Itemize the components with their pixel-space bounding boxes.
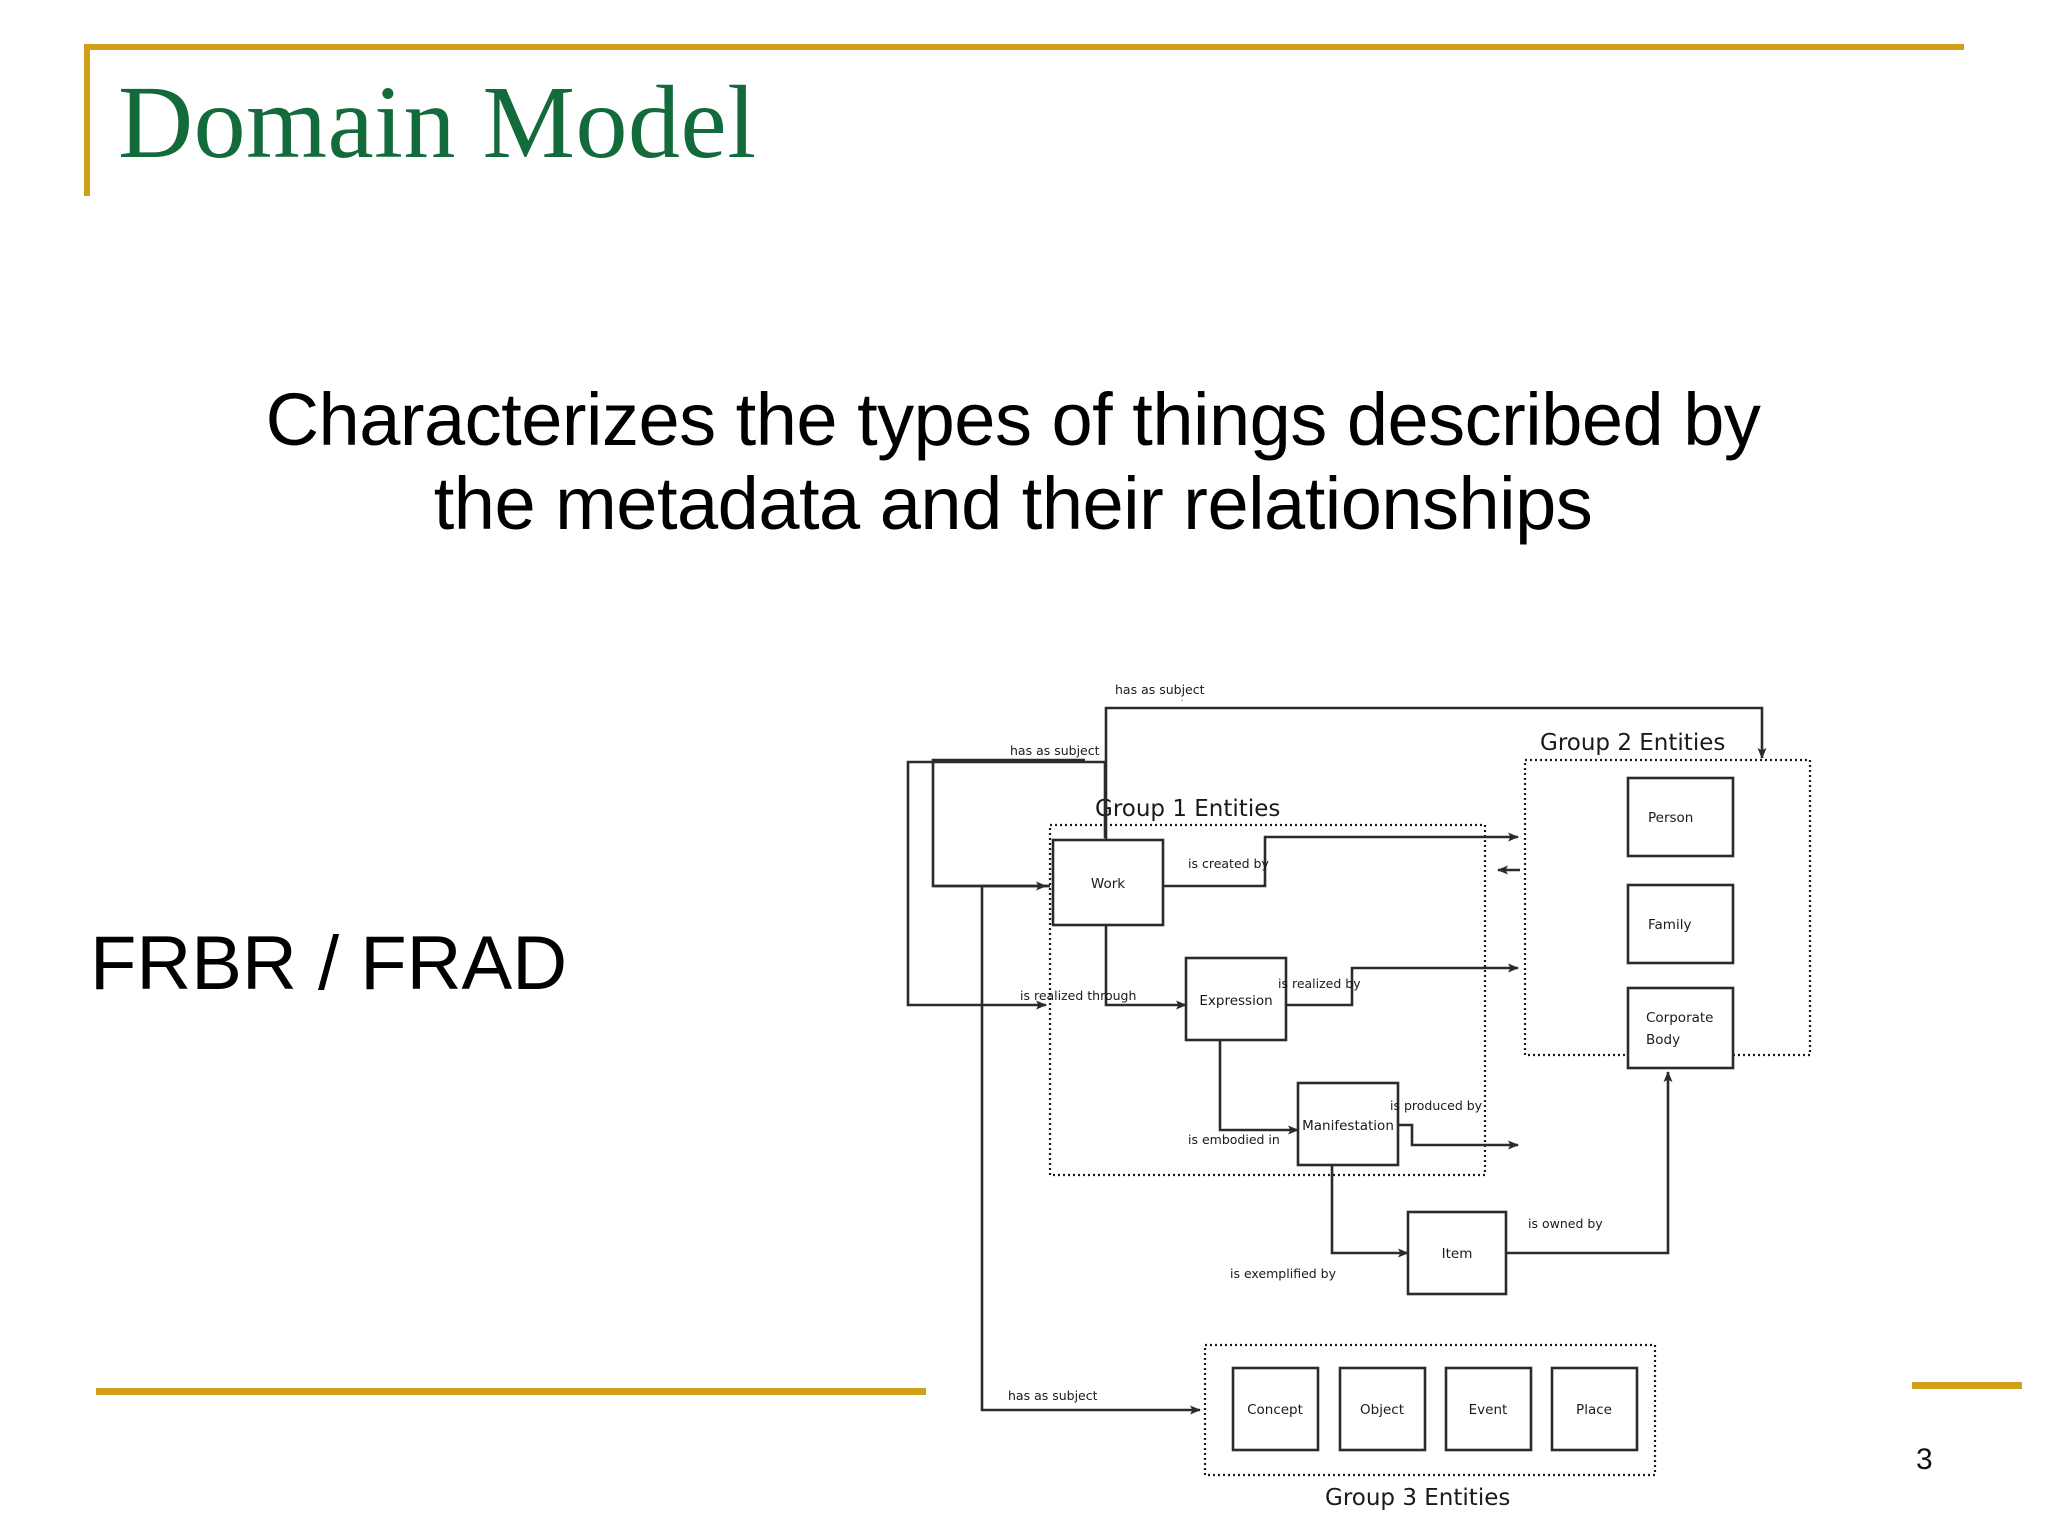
label-has-as-subject-upper: has as subject (1010, 743, 1100, 758)
entity-item[interactable]: Item (1406, 1210, 1508, 1296)
frbr-entity-relationship-diagram: Group 1 Entities Group 2 Entities Group … (900, 682, 1960, 1530)
gold-bottom-left-rule (96, 1388, 926, 1395)
connector-is-exemplified-by (1330, 1165, 1409, 1258)
label-is-realized-by: is realized by (1278, 976, 1361, 991)
label-is-embodied-in: is embodied in (1188, 1132, 1280, 1147)
entity-event[interactable]: Event (1444, 1366, 1533, 1452)
page-number: 3 (1916, 1448, 1933, 1476)
label-is-created-by: is created by (1188, 856, 1269, 871)
connector-has-as-subject-left-loop (906, 760, 1107, 1010)
entity-expression-label: Expression (1199, 993, 1272, 1009)
entity-concept-label: Concept (1247, 1402, 1303, 1418)
entity-person[interactable]: Person (1626, 776, 1735, 858)
group1-title-text: Group 1 Entities (1095, 796, 1280, 822)
gold-left-rule (84, 44, 90, 196)
entity-family-label: Family (1648, 917, 1691, 933)
slide-body-text: Characterizes the types of things descri… (108, 378, 1918, 547)
entity-event-label: Event (1469, 1402, 1508, 1418)
label-has-as-subject-top: has as subject (1115, 700, 1205, 701)
entity-corporate-body-label-line2: Body (1646, 1032, 1680, 1048)
entity-work[interactable]: Work (1051, 838, 1165, 927)
connector-is-embodied-in (1218, 1040, 1299, 1135)
entity-place[interactable]: Place (1550, 1366, 1639, 1452)
entity-family[interactable]: Family (1626, 883, 1735, 965)
entity-expression[interactable]: Expression (1184, 956, 1288, 1042)
slide-subtitle-frbr-frad: FRBR / FRAD (90, 921, 568, 1006)
label-is-produced-by: is produced by (1390, 1098, 1483, 1113)
label-is-exemplified-by: is exemplified by (1230, 1266, 1337, 1281)
label-is-owned-by: is owned by (1528, 1216, 1603, 1231)
connector-is-owned-by (1473, 1071, 1673, 1255)
entity-manifestation-label: Manifestation (1302, 1118, 1394, 1134)
entity-corporate-body-label-line1: Corporate (1646, 1010, 1714, 1026)
entity-object[interactable]: Object (1338, 1366, 1427, 1452)
entity-manifestation[interactable]: Manifestation (1296, 1081, 1400, 1167)
entity-corporate-body[interactable]: Corporate Body (1626, 986, 1735, 1070)
group3-container (1203, 1343, 1657, 1477)
connector-is-realized-through (1104, 925, 1187, 1010)
entity-item-label: Item (1442, 1246, 1473, 1262)
entity-work-label: Work (1091, 876, 1125, 892)
body-line-2: the metadata and their relationships (433, 462, 1593, 546)
label-is-realized-through: is realized through (1020, 988, 1136, 1003)
entity-place-label: Place (1576, 1402, 1612, 1418)
connector-is-realized-by (1252, 963, 1519, 1007)
label-has-as-subject-bottom: has as subject (1008, 1388, 1098, 1403)
group3-title-text: Group 3 Entities (1325, 1485, 1510, 1511)
entity-object-label: Object (1360, 1402, 1404, 1418)
entity-person-label: Person (1648, 810, 1693, 826)
gold-top-rule (84, 44, 1964, 50)
connector-is-created-by (1163, 832, 1519, 888)
label-has-as-subject-topmost: has as subject (1115, 682, 1205, 697)
body-line-1: Characterizes the types of things descri… (265, 378, 1761, 461)
connector-has-as-subject-bottom (980, 884, 1201, 1415)
entity-concept[interactable]: Concept (1231, 1366, 1320, 1452)
group1-container (1048, 823, 1487, 1177)
group2-title-text: Group 2 Entities (1540, 730, 1725, 756)
gold-bottom-right-rule (1912, 1382, 2022, 1389)
slide-title: Domain Model (118, 65, 757, 180)
